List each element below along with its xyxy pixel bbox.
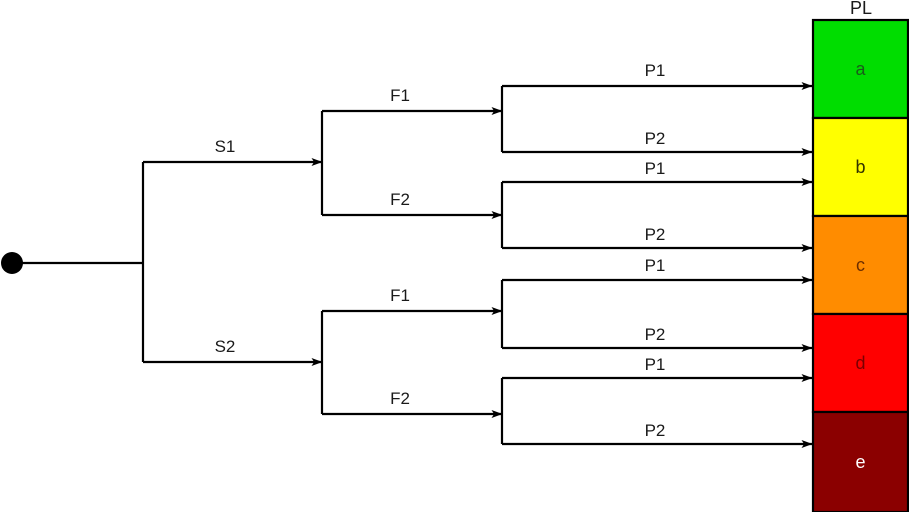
branch-label-S2-F1: F1 bbox=[390, 286, 410, 305]
outcome-label-S2-F1-P1: P1 bbox=[645, 256, 666, 275]
pl-segment-label-b: b bbox=[855, 157, 865, 177]
pl-segment-label-e: e bbox=[855, 452, 865, 472]
pl-segment-label-d: d bbox=[855, 353, 865, 373]
pl-segment-a bbox=[811, 18, 909, 120]
pl-scale: a b c d e PL bbox=[811, 0, 909, 512]
root-node-group bbox=[1, 252, 23, 274]
branch-label-S1-F1: F1 bbox=[390, 86, 410, 105]
outcome-label-S1-F2-P2: P2 bbox=[645, 225, 666, 244]
outcome-label-S1-F1-P1: P1 bbox=[645, 61, 666, 80]
branch-label-S1: S1 bbox=[215, 137, 236, 156]
outcome-label-S2-F2-P2: P2 bbox=[645, 421, 666, 440]
root-node bbox=[1, 252, 23, 274]
pl-scale-title: PL bbox=[850, 0, 872, 18]
pl-segment-b bbox=[811, 116, 909, 218]
branch-label-S2: S2 bbox=[215, 337, 236, 356]
branch-label-S1-F2: F2 bbox=[390, 190, 410, 209]
tree-edges bbox=[12, 82, 813, 448]
pl-segment-d bbox=[811, 312, 909, 414]
outcome-label-S1-F1-P2: P2 bbox=[645, 129, 666, 148]
pl-segment-label-a: a bbox=[855, 59, 866, 79]
pl-segment-e bbox=[811, 410, 909, 512]
outcome-label-S2-F2-P1: P1 bbox=[645, 355, 666, 374]
pl-segment-label-c: c bbox=[856, 255, 865, 275]
branch-label-S2-F2: F2 bbox=[390, 389, 410, 408]
outcome-label-S1-F2-P1: P1 bbox=[645, 159, 666, 178]
outcome-label-S2-F1-P2: P2 bbox=[645, 325, 666, 344]
